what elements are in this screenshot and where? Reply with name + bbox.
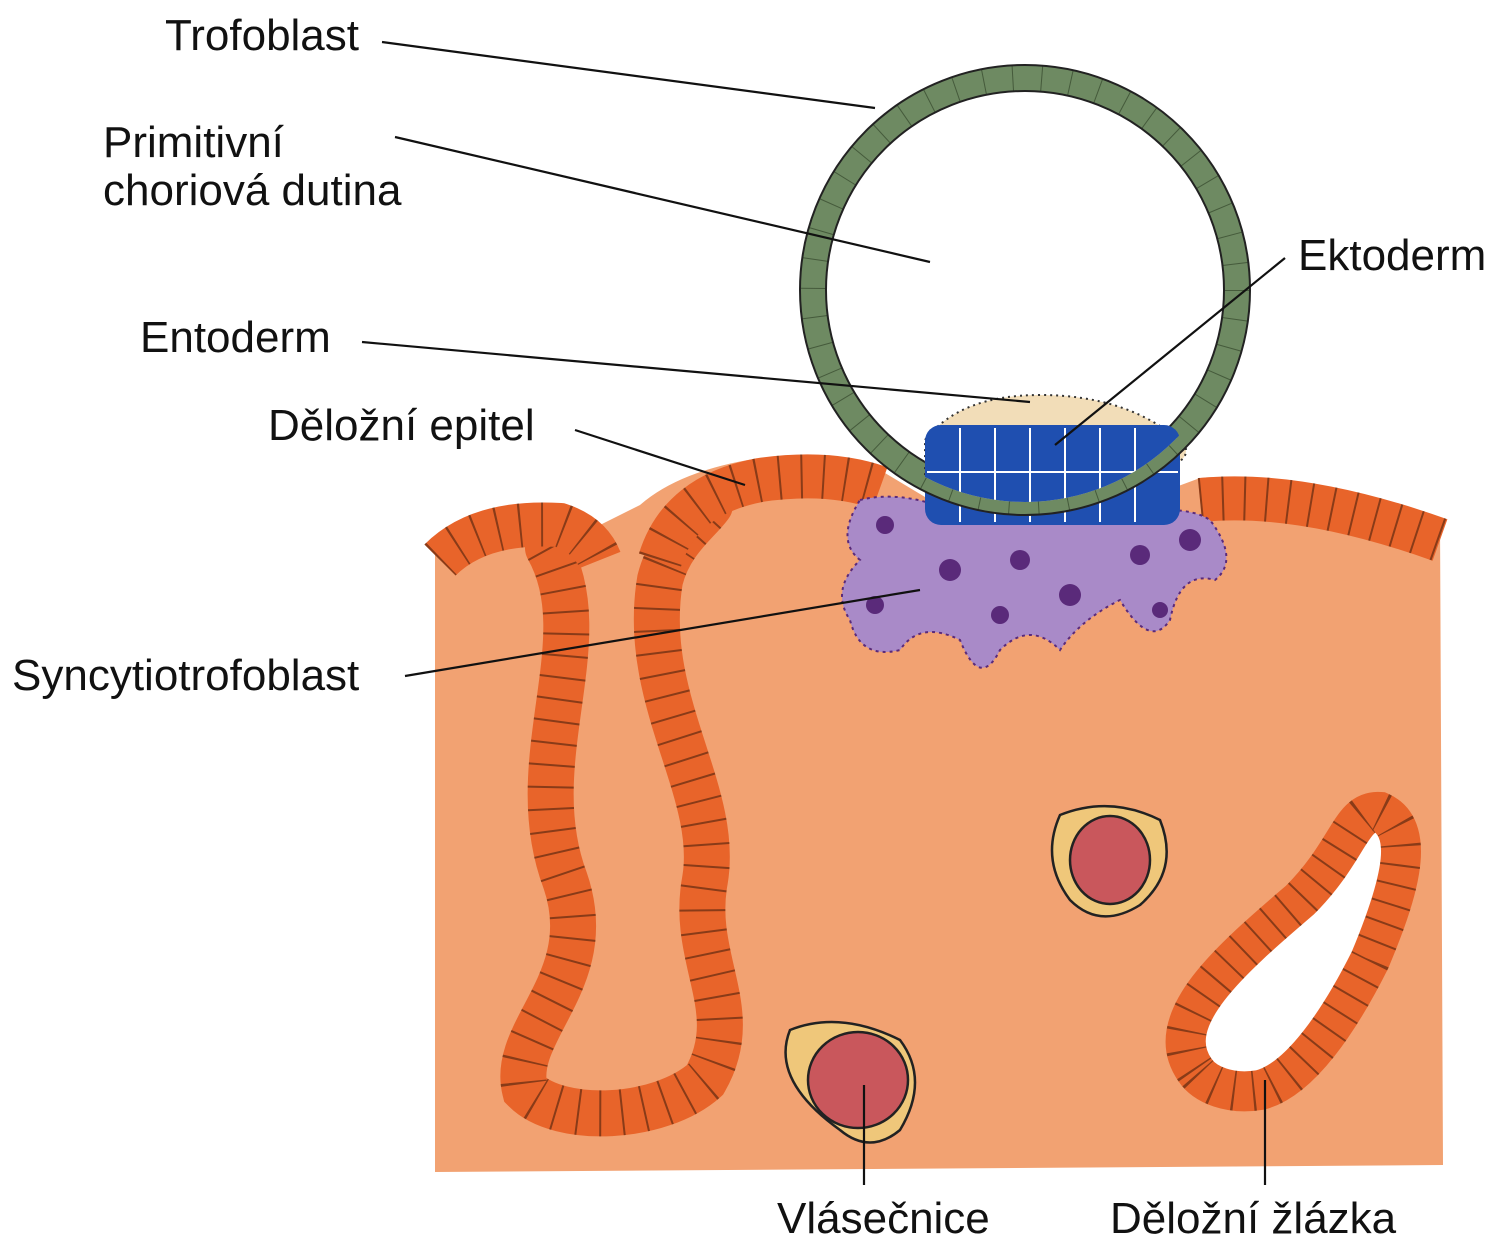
label-primitivni-line1: Primitivní: [103, 118, 285, 167]
label-vlasecnice: Vlásečnice: [777, 1194, 990, 1241]
label-ektoderm: Ektoderm: [1298, 231, 1486, 280]
label-trofoblast: Trofoblast: [165, 11, 359, 60]
label-primitivni-line2: choriová dutina: [103, 166, 402, 215]
label-syncytiotrofoblast: Syncytiotrofoblast: [12, 651, 359, 700]
label-delozni-epitel: Děložní epitel: [268, 401, 535, 450]
label-entoderm: Entoderm: [140, 313, 331, 362]
label-delozni-zlazka: Děložní žlázka: [1110, 1194, 1397, 1241]
